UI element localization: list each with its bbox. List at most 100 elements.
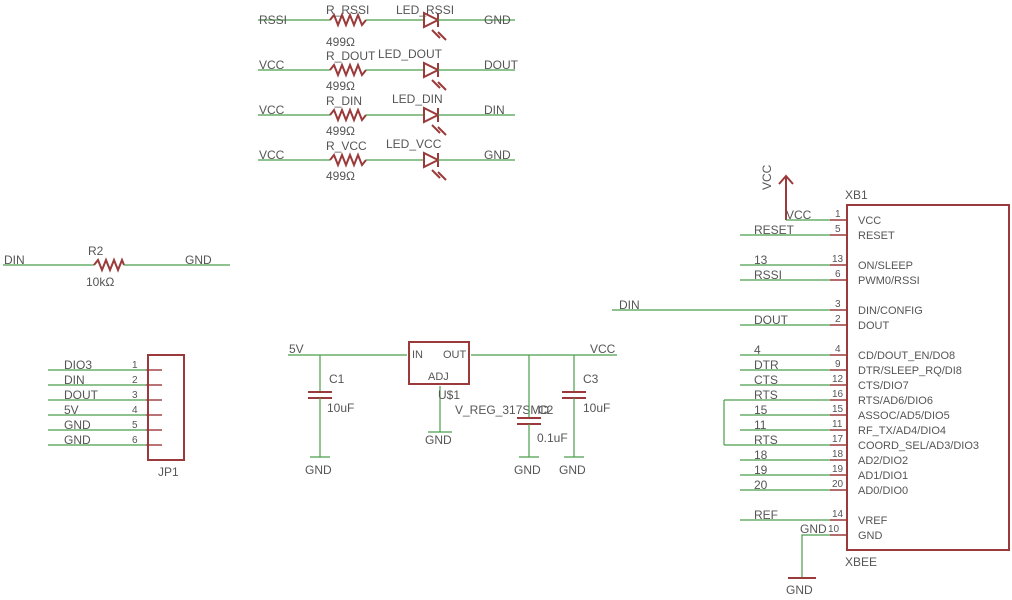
led-name: LED_RSSI xyxy=(396,3,454,17)
pin-net: CTS xyxy=(754,373,778,387)
led-name: LED_DOUT xyxy=(378,47,443,61)
jp1-pin-net: DIN xyxy=(64,373,85,387)
pin-label: DOUT xyxy=(858,320,889,332)
pin-net: RSSI xyxy=(754,268,782,282)
pin-number: 11 xyxy=(832,419,843,430)
jp1-pin-net: 5V xyxy=(64,403,79,417)
resistor-name: R_DIN xyxy=(326,94,362,108)
jp1-pin-net: DOUT xyxy=(64,388,99,402)
led-row-dout: VCC R_DOUT 499Ω LED_DOUT DOUT xyxy=(258,47,519,93)
pin-net: RTS xyxy=(754,433,778,447)
pin-number: 16 xyxy=(832,389,844,400)
pin-number: 12 xyxy=(832,374,844,385)
resistor-r2: DIN R2 10kΩ GND xyxy=(3,244,230,289)
input-net-label: 5V xyxy=(289,342,304,356)
capacitor-c2: C2 0.1uF GND xyxy=(514,355,568,477)
resistor-name: R_RSSI xyxy=(326,3,369,17)
pin-net: 18 xyxy=(754,448,768,462)
gnd-supply-symbol: GND xyxy=(786,534,830,597)
xbee-pin-reset: 5 RESET RESET xyxy=(740,223,895,242)
jp1-pin-5: 5 GND xyxy=(48,418,162,432)
xbee-pin-cts: 12 CTS/DIO7 CTS xyxy=(740,373,909,392)
pin-net: 4 xyxy=(754,343,761,357)
led-row-rssi: RSSI R_RSSI 499Ω LED_RSSI GND xyxy=(258,3,515,49)
gnd-label: GND xyxy=(559,463,586,477)
pin-net: 15 xyxy=(754,403,768,417)
xbee-name: XB1 xyxy=(845,188,868,202)
pin-label: ON/SLEEP xyxy=(858,260,913,272)
reg-value: V_REG_317SMD xyxy=(455,403,549,417)
xbee-module: XB1 XBEE VCC GND 1 VCC VCC 5 RESET xyxy=(612,164,1010,597)
r2-left-net: DIN xyxy=(4,253,25,267)
pin-number: 5 xyxy=(835,224,841,235)
jp1-pin-number: 6 xyxy=(132,435,138,446)
pin-net: 11 xyxy=(754,418,767,432)
led-name: LED_VCC xyxy=(386,137,442,151)
r2-value: 10kΩ xyxy=(86,275,114,289)
xbee-pin-vref: 14 VREF REF xyxy=(740,508,888,527)
pin-net: RTS xyxy=(754,388,778,402)
xbee-pin-rts: 16 RTS/AD6/DIO6 RTS xyxy=(724,388,933,407)
jp1-pin-1: 1 DIO3 xyxy=(48,358,162,372)
jp1-pin-net: GND xyxy=(64,433,91,447)
pin-number: 13 xyxy=(832,254,844,265)
gnd-label: GND xyxy=(514,463,541,477)
pin-number: 10 xyxy=(828,524,840,535)
reg-out-pin: OUT xyxy=(443,349,467,361)
resistor-value: 499Ω xyxy=(326,124,355,138)
xbee-pin-18: 18 AD2/DIO2 18 xyxy=(740,448,908,467)
led-row-right-net: GND xyxy=(484,148,511,162)
xbee-pin-rssi: 6 PWM0/RSSI RSSI xyxy=(740,268,920,287)
pin-net: GND xyxy=(800,522,827,536)
pin-number: 1 xyxy=(835,209,841,220)
power-section: 5V C1 10uF GND IN OUT ADJ U$1 V_REG_317S… xyxy=(288,341,617,477)
pin-label: AD2/DIO2 xyxy=(858,455,908,467)
capacitor-c3: C3 10uF GND xyxy=(559,355,610,477)
c1-value: 10uF xyxy=(327,401,354,415)
vcc-supply-label: VCC xyxy=(760,164,774,190)
xbee-pin-19: 19 AD1/DIO1 19 xyxy=(740,463,908,482)
pin-net: VCC xyxy=(786,208,812,222)
xbee-pin-17: 17 COORD_SEL/AD3/DIO3 RTS xyxy=(724,433,979,452)
jp1-pin-number: 4 xyxy=(132,405,138,416)
gnd-label: GND xyxy=(305,463,332,477)
gnd-supply-label: GND xyxy=(786,583,813,597)
pin-label: DTR/SLEEP_RQ/DI8 xyxy=(858,365,962,377)
led-name: LED_DIN xyxy=(392,92,443,106)
led-row-left-net: VCC xyxy=(259,58,285,72)
pin-label: VCC xyxy=(858,215,881,227)
jp1-pin-number: 3 xyxy=(132,390,138,401)
jp1-pin-4: 4 5V xyxy=(48,403,162,417)
c2-name: C2 xyxy=(538,403,554,417)
pin-label: ASSOC/AD5/DIO5 xyxy=(858,410,950,422)
output-net-label: VCC xyxy=(590,342,616,356)
pin-number: 4 xyxy=(835,344,841,355)
vcc-supply-symbol: VCC xyxy=(760,164,794,220)
pin-net: DIN xyxy=(619,298,640,312)
jp1-pin-number: 2 xyxy=(132,375,138,386)
pin-number: 14 xyxy=(832,509,844,520)
resistor-value: 499Ω xyxy=(326,79,355,93)
pin-label: RTS/AD6/DIO6 xyxy=(858,395,933,407)
jp1-pin-number: 1 xyxy=(132,360,138,371)
capacitor-c1: C1 10uF GND xyxy=(305,355,354,477)
jp1-pin-net: GND xyxy=(64,418,91,432)
resistor-name: R_VCC xyxy=(326,139,367,153)
pin-label: DIN/CONFIG xyxy=(858,305,923,317)
pin-label: CTS/DIO7 xyxy=(858,380,909,392)
led-row-right-net: DOUT xyxy=(484,58,519,72)
c1-name: C1 xyxy=(329,372,345,386)
pin-label: VREF xyxy=(858,515,888,527)
pin-label: RESET xyxy=(858,230,895,242)
jp1-pin-2: 2 DIN xyxy=(48,373,162,387)
c2-value: 0.1uF xyxy=(537,431,568,445)
gnd-label: GND xyxy=(425,433,452,447)
regulator-u1: IN OUT ADJ U$1 V_REG_317SMD GND xyxy=(408,341,549,447)
pin-number: 19 xyxy=(832,464,844,475)
jp1-pin-3: 3 DOUT xyxy=(48,388,162,402)
reg-adj-pin: ADJ xyxy=(428,371,449,383)
reg-name: U$1 xyxy=(438,388,460,402)
led-row-vcc: VCC R_VCC 499Ω LED_VCC GND xyxy=(258,137,515,183)
pin-net: 19 xyxy=(754,463,768,477)
xbee-pin-20: 20 AD0/DIO0 20 xyxy=(740,478,908,497)
